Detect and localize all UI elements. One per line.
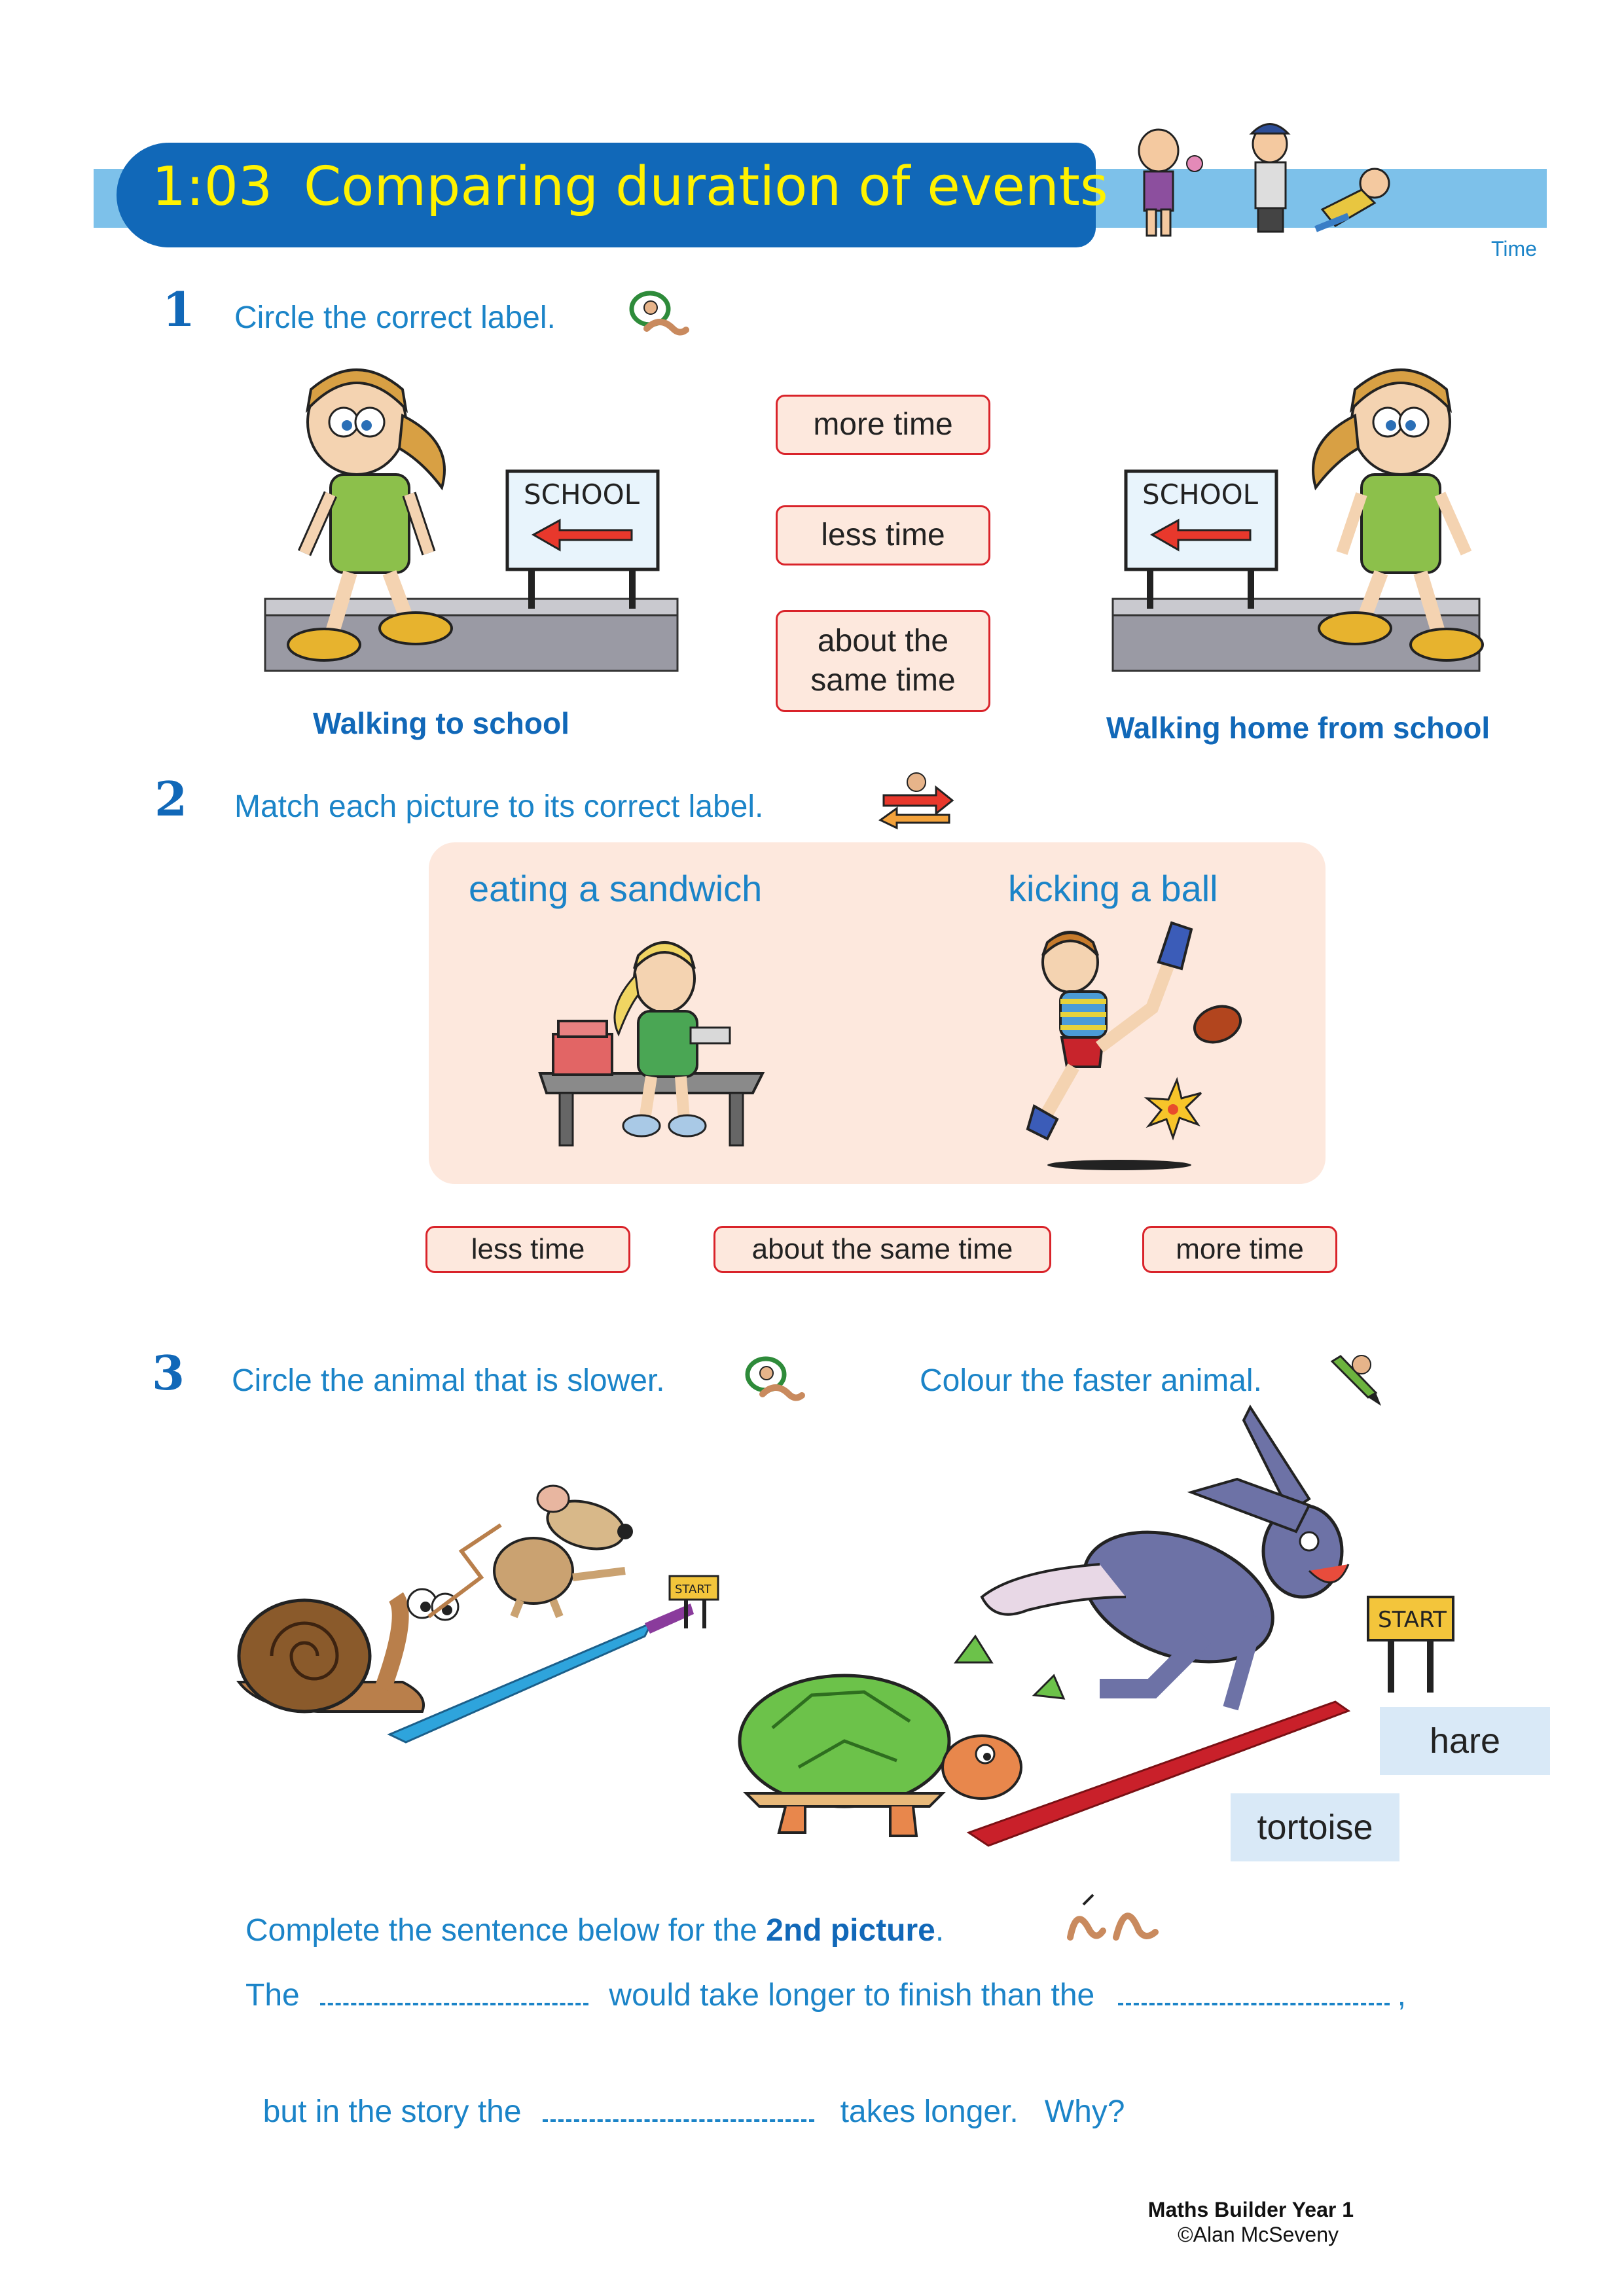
walking-home-illustration: SCHOOL xyxy=(1111,368,1484,672)
start-sign-large: START xyxy=(1378,1607,1447,1633)
q1-right-caption: Walking home from school xyxy=(1106,711,1490,745)
q1-instruction: Circle the correct label. xyxy=(234,300,556,335)
match-arrows-icon xyxy=(878,772,954,830)
q2-label-same-time[interactable]: about the same time xyxy=(713,1226,1051,1273)
circle-worm-icon-2 xyxy=(745,1356,805,1401)
pencil-worm-icon xyxy=(1330,1355,1381,1406)
footer-copyright: ©Alan McSeveny xyxy=(1178,2223,1339,2246)
q1-option-same-time[interactable]: about the same time xyxy=(776,610,990,712)
q3-complete-instruction: Complete the sentence below for the 2nd … xyxy=(245,1912,944,1948)
line2-end: takes longer. Why? xyxy=(840,2094,1125,2129)
answer-blank-1[interactable] xyxy=(320,1977,589,2005)
q3-sentence-line2: but in the story the takes longer. Why? xyxy=(245,2057,1125,2130)
animal-label-tortoise: tortoise xyxy=(1231,1793,1399,1861)
complete-suffix: . xyxy=(935,1913,945,1948)
line1-mid: would take longer to finish than the xyxy=(609,1978,1095,2013)
school-sign-text-left: SCHOOL xyxy=(524,478,640,511)
q1-left-caption: Walking to school xyxy=(313,706,569,740)
q2-right-picture-label: kicking a ball xyxy=(1008,868,1218,909)
tortoise-and-hare-illustration: START xyxy=(738,1404,1454,1847)
q3-instruction-right: Colour the faster animal. xyxy=(920,1363,1262,1398)
header-pill xyxy=(117,143,1096,247)
answer-blank-3[interactable] xyxy=(542,2093,814,2122)
walking-to-school-illustration: SCHOOL xyxy=(264,368,679,672)
start-sign-small: START xyxy=(675,1583,712,1596)
snail-and-mouse-illustration: START xyxy=(236,1484,719,1744)
header-kids-illustration xyxy=(1138,123,1390,237)
q2-label-more-time[interactable]: more time xyxy=(1142,1226,1337,1273)
complete-bold: 2nd picture xyxy=(766,1913,935,1948)
topic-label: Time xyxy=(1491,237,1537,260)
question-number-3: 3 xyxy=(152,1345,185,1401)
q2-left-picture-label: eating a sandwich xyxy=(469,868,763,909)
eating-sandwich-illustration xyxy=(538,941,765,1147)
question-number-2: 2 xyxy=(154,771,188,827)
q3-instruction-left: Circle the animal that is slower. xyxy=(232,1363,665,1398)
q1-option-less-time[interactable]: less time xyxy=(776,505,990,565)
q2-label-less-time[interactable]: less time xyxy=(425,1226,630,1273)
circle-worm-icon xyxy=(629,291,689,336)
section-number: 1:03 xyxy=(152,156,273,218)
writing-worms-icon xyxy=(1067,1893,1159,1941)
school-sign-text-right: SCHOOL xyxy=(1142,478,1259,511)
complete-prefix: Complete the sentence below for the xyxy=(245,1913,767,1948)
kicking-ball-illustration xyxy=(1026,921,1242,1170)
answer-blank-2[interactable] xyxy=(1117,1977,1390,2005)
q1-option-more-time[interactable]: more time xyxy=(776,395,990,455)
line1-start: The xyxy=(245,1978,300,2013)
q3-sentence-line1: The would take longer to finish than the… xyxy=(245,1977,1406,2013)
animal-label-hare: hare xyxy=(1380,1707,1550,1775)
footer-book-title: Maths Builder Year 1 xyxy=(1147,2198,1354,2221)
line1-end: , xyxy=(1397,1978,1406,2013)
page-title: Comparing duration of events xyxy=(304,156,1108,218)
question-number-1: 1 xyxy=(162,281,196,337)
q2-instruction: Match each picture to its correct label. xyxy=(234,789,764,824)
line2-start: but in the story the xyxy=(262,2094,522,2129)
